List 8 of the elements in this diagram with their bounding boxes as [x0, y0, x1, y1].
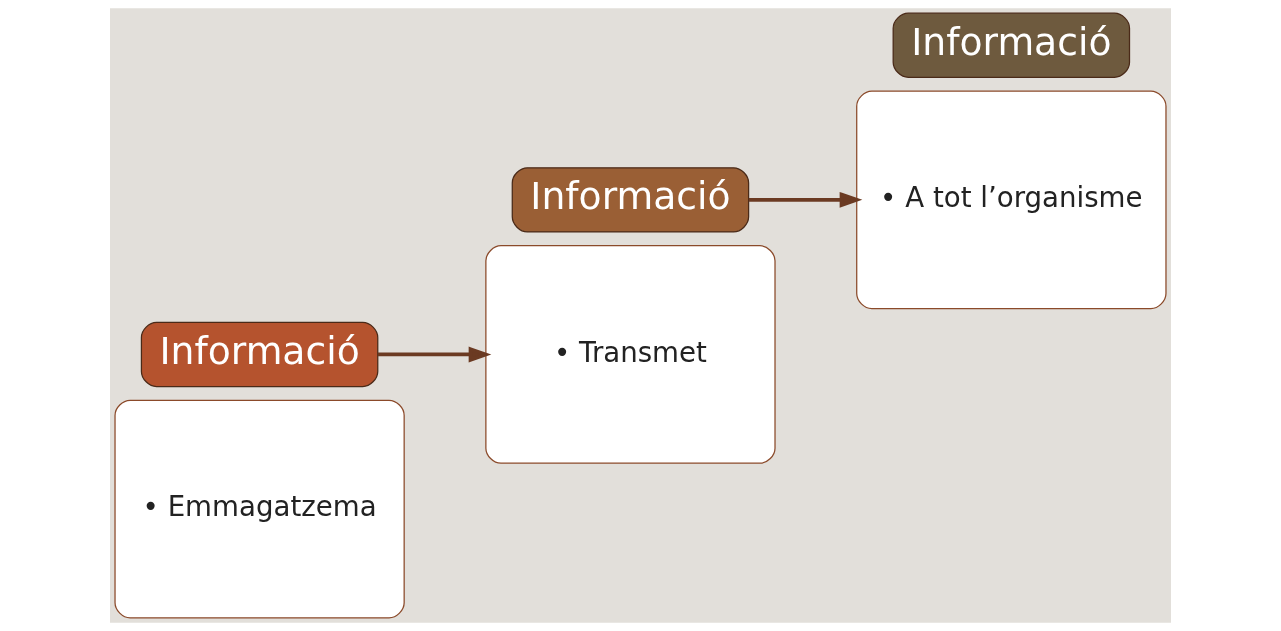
node-box: Informació — [511, 167, 750, 233]
arrow — [748, 191, 863, 208]
node-box: • Transmet — [485, 245, 776, 464]
node-box: • Emmagatzema — [114, 399, 405, 619]
node-box: Informació — [892, 12, 1131, 78]
arrow — [377, 346, 492, 363]
node-box: • A tot l’organisme — [856, 90, 1167, 310]
node-box: Informació — [140, 321, 379, 388]
